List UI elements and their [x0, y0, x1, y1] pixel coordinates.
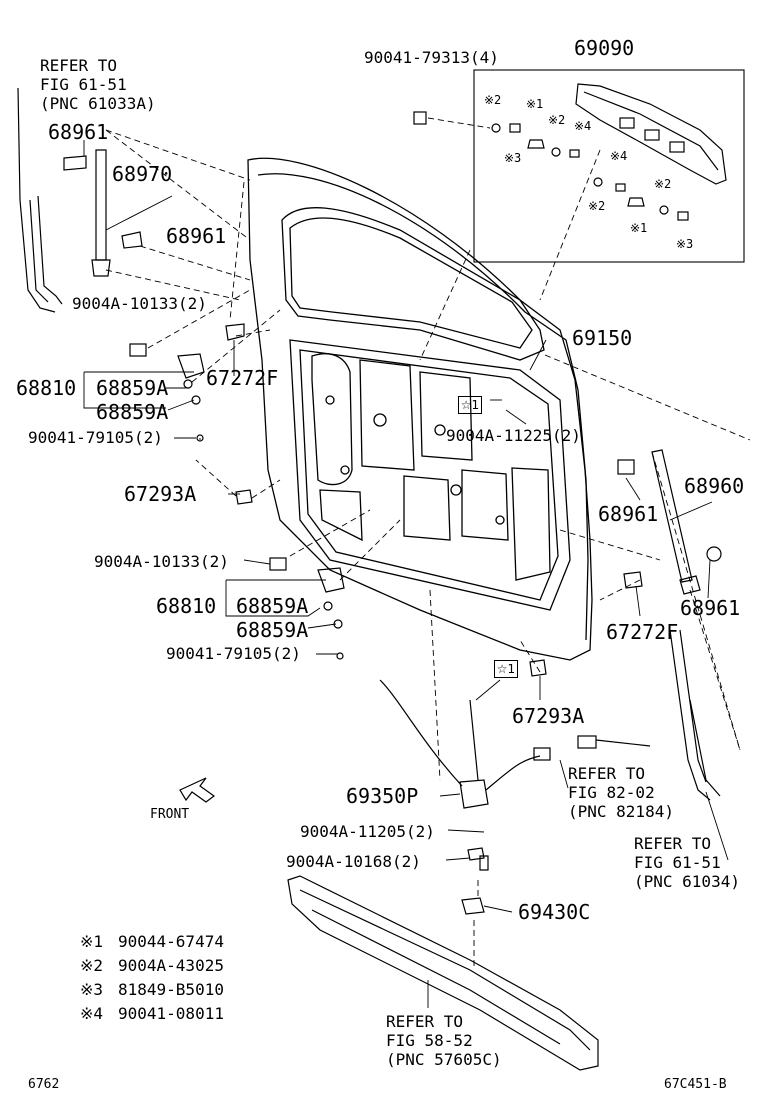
part-9004A-11225: 9004A-11225(2) — [446, 426, 581, 445]
box-mark-9: ※1 — [630, 221, 648, 235]
refer-82-02-line3[interactable]: (PNC 82184) — [568, 802, 674, 821]
legend-mark-4: ※4 — [80, 1004, 104, 1023]
legend-mark-3: ※3 — [80, 980, 104, 999]
part-68970: 68970 — [112, 162, 173, 186]
box-mark-2: ※1 — [526, 97, 544, 111]
footer-right-code: 67C451-B — [664, 1077, 727, 1092]
refer-58-52-line1[interactable]: REFER TO — [386, 1012, 464, 1031]
refer-61-51-top-line3[interactable]: (PNC 61033A) — [40, 94, 156, 113]
refer-61-51-top-line1[interactable]: REFER TO — [40, 56, 118, 75]
part-68859A-b2: 68859A — [236, 618, 309, 642]
box-mark-5: ※3 — [504, 151, 522, 165]
garnish-69090 — [575, 83, 727, 185]
part-69350P: 69350P — [346, 784, 419, 808]
box-mark-6: ※4 — [610, 149, 628, 163]
box-mark-8: ※2 — [588, 199, 606, 213]
part-9004A-10133-a: 9004A-10133(2) — [72, 294, 207, 313]
right-pillar — [669, 629, 721, 801]
part-68859A-a1: 68859A — [96, 376, 169, 400]
refer-61-51-bot-line3[interactable]: (PNC 61034) — [634, 872, 740, 891]
box-mark-1: ※2 — [484, 93, 502, 107]
box-mark-4: ※4 — [574, 119, 592, 133]
solid-leaders — [83, 140, 729, 1008]
refer-82-02-line2[interactable]: FIG 82-02 — [568, 783, 655, 802]
part-67293A-a: 67293A — [124, 482, 197, 506]
part-68859A-a2: 68859A — [96, 400, 169, 424]
bottom-panel — [287, 875, 599, 1071]
part-9004A-11205: 9004A-11205(2) — [300, 822, 435, 841]
part-67293A-b: 67293A — [512, 704, 585, 728]
legend-mark-1: ※1 — [80, 932, 104, 951]
refer-58-52-line2[interactable]: FIG 58-52 — [386, 1031, 473, 1050]
refer-61-51-bot-line2[interactable]: FIG 61-51 — [634, 853, 721, 872]
legend-mark-2: ※2 — [80, 956, 104, 975]
box-mark-7: ※2 — [654, 177, 672, 191]
front-label: FRONT — [150, 807, 190, 822]
part-90041-79105-b: 90041-79105(2) — [166, 644, 301, 663]
refer-82-02-line1[interactable]: REFER TO — [568, 764, 646, 783]
part-68961-b: 68961 — [166, 224, 227, 248]
part-67272F-b: 67272F — [606, 620, 679, 644]
part-68961-c: 68961 — [598, 502, 659, 526]
striker-69430C — [461, 897, 485, 915]
part-69150: 69150 — [572, 326, 633, 350]
part-90041-79313: 90041-79313(4) — [364, 48, 499, 67]
refer-61-51-bot-line1[interactable]: REFER TO — [634, 834, 712, 853]
part-69430C: 69430C — [518, 900, 591, 924]
legend-part-4: 90041-08011 — [118, 1004, 224, 1023]
part-68810-b: 68810 — [156, 594, 217, 618]
stay-68960 — [617, 449, 722, 595]
legend-part-3: 81849-B5010 — [118, 980, 224, 999]
refer-61-51-top-line2[interactable]: FIG 61-51 — [40, 75, 127, 94]
cushions — [225, 323, 643, 677]
front-arrow — [179, 777, 216, 803]
footer-left-code: 6762 — [28, 1077, 60, 1092]
box-fasteners — [413, 111, 689, 221]
box-69090 — [473, 69, 745, 263]
back-door-panel — [247, 157, 593, 661]
star-mark-1b: ☆1 — [494, 660, 518, 678]
part-68961-a: 68961 — [48, 120, 109, 144]
part-67272F-a: 67272F — [206, 366, 279, 390]
lock-69350P — [379, 679, 651, 871]
part-69090: 69090 — [574, 36, 635, 60]
part-68810-a: 68810 — [16, 376, 77, 400]
part-90041-79105-a: 90041-79105(2) — [28, 428, 163, 447]
legend-part-2: 9004A-43025 — [118, 956, 224, 975]
stay-68970 — [63, 149, 143, 277]
star-mark-1a: ☆1 — [458, 396, 482, 414]
part-68961-d: 68961 — [680, 596, 741, 620]
legend-part-1: 90044-67474 — [118, 932, 224, 951]
box-mark-3: ※2 — [548, 113, 566, 127]
dashed-leaders — [105, 117, 751, 970]
left-pillar — [17, 87, 63, 313]
part-9004A-10168: 9004A-10168(2) — [286, 852, 421, 871]
part-9004A-10133-b: 9004A-10133(2) — [94, 552, 229, 571]
part-68859A-b1: 68859A — [236, 594, 309, 618]
box-mark-10: ※3 — [676, 237, 694, 251]
refer-58-52-line3[interactable]: (PNC 57605C) — [386, 1050, 502, 1069]
part-68960: 68960 — [684, 474, 745, 498]
